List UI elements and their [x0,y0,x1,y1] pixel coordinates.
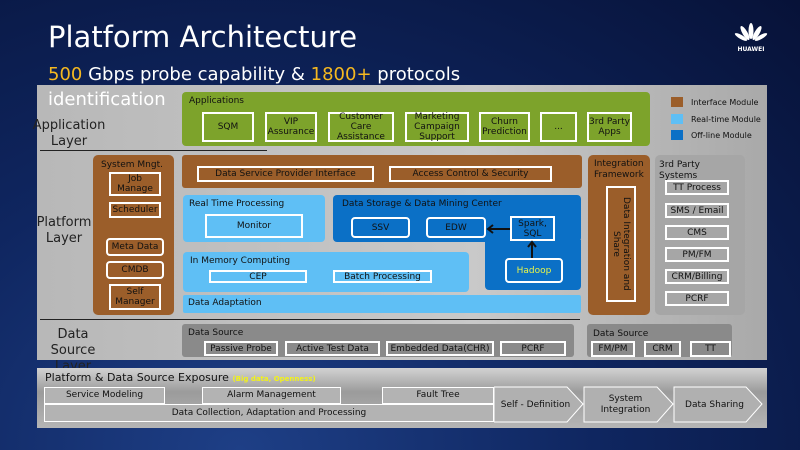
exposure-label: Platform & Data Source Exposure [45,371,229,384]
app-sqm[interactable]: SQM [202,112,254,142]
meta-data-db[interactable]: Meta Data [106,238,164,256]
data-source-ext-group [587,324,732,357]
exposure-note: (Big data, Openness) [232,375,316,383]
crm-billing-box[interactable]: CRM/Billing [665,269,729,284]
storage-label: Data Storage & Data Mining Center [342,199,502,209]
integration-label: Integration Framework [594,159,644,180]
tt-process-box[interactable]: TT Process [665,180,729,195]
spark-sql-box[interactable]: Spark, SQL [510,216,555,241]
app-3rd-party[interactable]: 3rd Party Apps [587,112,632,142]
ssv-db[interactable]: SSV [351,217,410,238]
platform-layer-label: Platform Layer [36,215,92,246]
edw-db[interactable]: EDW [426,217,486,238]
interface-bar [182,155,582,188]
subtitle-text2: protocols identification [48,64,461,110]
self-manager-box[interactable]: Self Manager [109,284,161,310]
arrow-shape [494,386,584,423]
monitor-box[interactable]: Monitor [205,214,303,238]
fm-pm-box[interactable]: FM/PM [591,341,635,357]
cms-box[interactable]: CMS [665,225,729,240]
sms-email-box[interactable]: SMS / Email [665,203,729,218]
inmemory-label: In Memory Computing [190,256,291,266]
legend-realtime: Real-time Module [691,115,761,124]
embedded-data-box[interactable]: Embedded Data(CHR) [386,341,494,356]
inmemory-group [183,252,469,292]
dsp-interface-box[interactable]: Data Service Provider Interface [197,166,374,182]
data-flow-arrows [486,224,537,258]
app-marketing[interactable]: Marketing Campaign Support [405,112,469,142]
data-source-ext-label: Data Source [593,329,649,339]
exposure-arrows [494,386,763,423]
data-adaptation-label: Data Adaptation [188,298,262,308]
crm-box[interactable]: CRM [644,341,681,357]
arrow-shape [673,386,763,423]
data-source-main-label: Data Source [188,328,244,338]
exposure-title: Platform & Data Source Exposure (Big dat… [45,371,316,384]
alarm-management-cell[interactable]: Alarm Management [202,387,341,404]
self-definition-step[interactable]: Self - Definition [500,399,571,410]
legend-swatch-interface [671,97,683,107]
applications-label: Applications [189,96,244,106]
divider [40,319,580,320]
legend-offline: Off-line Module [691,131,752,140]
scheduler-box[interactable]: Scheduler [109,202,161,218]
applications-group [182,92,650,146]
subtitle-num2: 1800+ [310,64,372,85]
hadoop-db[interactable]: Hadoop [505,258,563,283]
app-churn[interactable]: Churn Prediction [479,112,530,142]
app-vip-assurance[interactable]: VIP Assurance [265,112,317,142]
passive-probe-box[interactable]: Passive Probe [204,341,278,356]
cep-box[interactable]: CEP [209,270,307,283]
service-modeling-cell[interactable]: Service Modeling [44,387,165,404]
subtitle-num1: 500 [48,64,83,85]
cmdb-db[interactable]: CMDB [106,261,164,279]
tt-box[interactable]: TT [690,341,731,357]
system-mgmt-label: System Mngt. [101,160,163,170]
page-title: Platform Architecture [48,20,358,54]
huawei-petals-icon [734,23,768,41]
application-layer-label: Application Layer [32,118,106,149]
legend-swatch-realtime [671,114,683,124]
active-test-data-box[interactable]: Active Test Data [285,341,380,356]
subtitle-text1: Gbps probe capability & [82,64,311,85]
legend-swatch-offline [671,130,683,140]
huawei-logo: HUAWEI [733,22,769,53]
arrow-shape [583,386,674,423]
pcrf-box[interactable]: PCRF [665,291,729,306]
system-integration-step[interactable]: System Integration [600,394,651,415]
integration-group [588,155,650,315]
logo-text: HUAWEI [737,46,765,53]
data-integration-share-label: Data Integration and Share [611,197,631,291]
fault-tree-cell[interactable]: Fault Tree [382,387,494,404]
third-party-label: 3rd Party Systems [659,160,700,181]
data-sharing-step[interactable]: Data Sharing [685,399,744,410]
app-customer-care[interactable]: Customer Care Assistance [328,112,394,142]
realtime-label: Real Time Processing [189,199,285,209]
job-manage-box[interactable]: Job Manage [109,172,161,196]
data-integration-share-box[interactable]: Data Integration and Share [606,186,636,302]
batch-processing-box[interactable]: Batch Processing [333,270,432,283]
pm-fm-box[interactable]: PM/FM [665,247,729,262]
data-collection-cell[interactable]: Data Collection, Adaptation and Processi… [44,404,494,422]
app-more[interactable]: ... [540,112,577,142]
access-control-box[interactable]: Access Control & Security [389,166,552,182]
legend-interface: Interface Module [691,98,759,107]
divider [40,150,267,151]
data-adaptation-bar [183,295,581,313]
subtitle: 500 Gbps probe capability & 1800+ protoc… [48,62,518,112]
pcrf-source-box[interactable]: PCRF [500,341,566,356]
